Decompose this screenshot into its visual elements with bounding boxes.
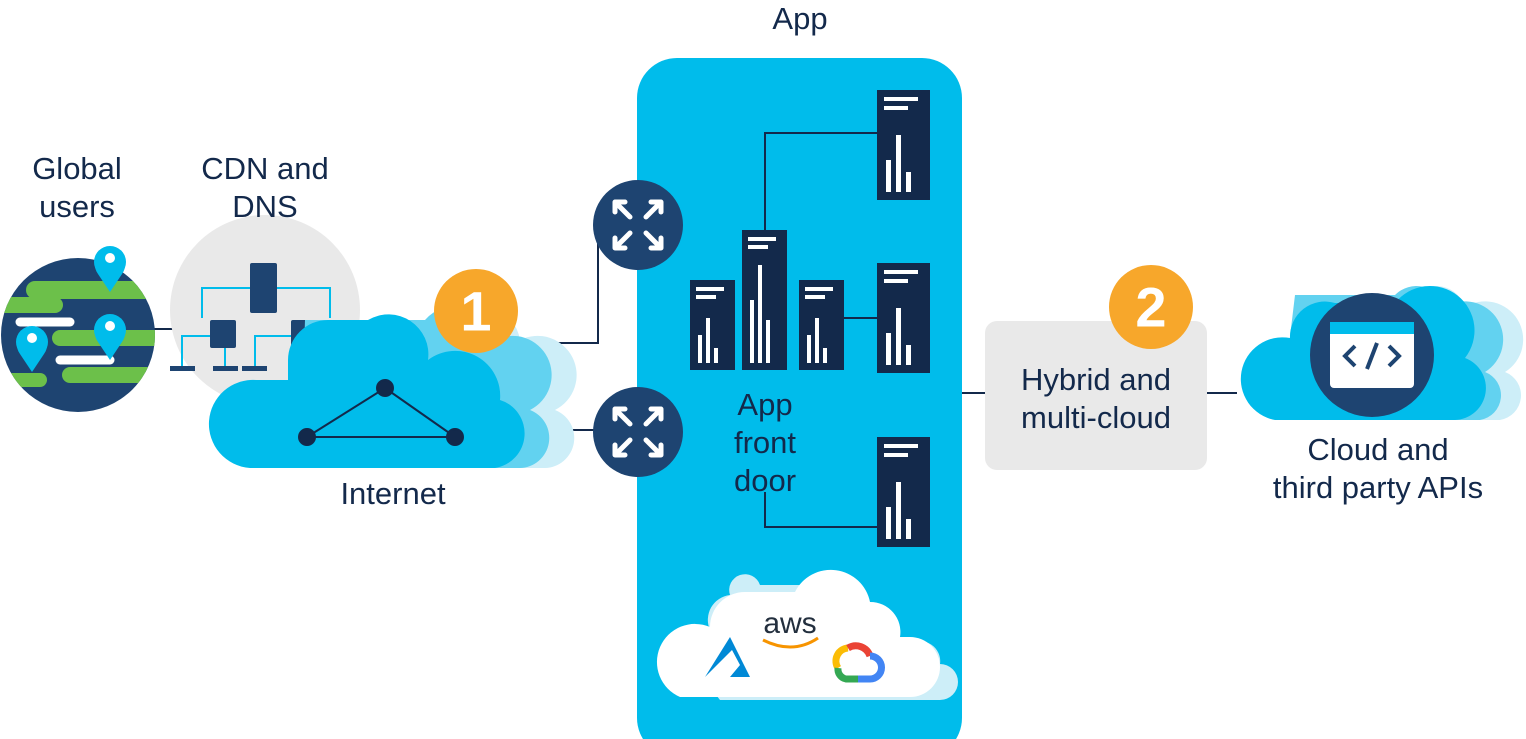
google-cloud-logo	[832, 642, 885, 683]
step-1-number: 1	[460, 279, 492, 343]
hybrid-label-2: multi-cloud	[1021, 400, 1171, 435]
cloud-apis-label-2: third party APIs	[1272, 470, 1484, 505]
app-servers	[690, 90, 930, 547]
cdn-label-1: CDN and	[201, 151, 329, 186]
hybrid-box	[985, 321, 1207, 470]
internet-label: Internet	[340, 476, 446, 511]
hybrid-label-1: Hybrid and	[1021, 362, 1171, 397]
cloud-providers-cloud	[656, 569, 958, 700]
load-balancer-icon	[593, 180, 683, 477]
step-2-badge	[1109, 265, 1193, 349]
front-door-label-2: front	[733, 425, 797, 460]
global-users-label-2: users	[39, 189, 115, 224]
step-1-badge	[434, 269, 518, 353]
cdn-label-2: DNS	[232, 189, 298, 224]
app-label: App	[772, 1, 828, 36]
app-container	[637, 58, 962, 739]
step-2-number: 2	[1135, 275, 1167, 339]
front-door-label-1: App	[737, 387, 793, 422]
global-users-label-1: Global	[32, 151, 122, 186]
globe-icon	[1, 246, 155, 412]
aws-logo: aws	[763, 607, 817, 640]
aws-smile	[762, 636, 819, 649]
front-door-label-3: door	[733, 463, 797, 498]
third-party-cloud	[1240, 285, 1524, 420]
azure-logo	[705, 637, 750, 677]
cloud-apis-label-1: Cloud and	[1307, 432, 1449, 467]
